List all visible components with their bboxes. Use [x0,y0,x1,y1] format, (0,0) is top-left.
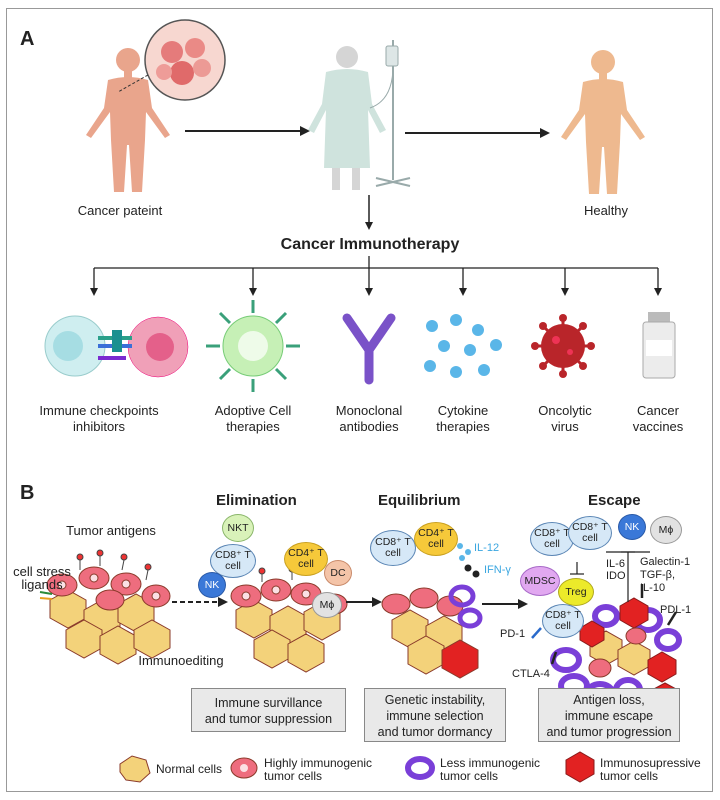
mdsc-cell: MDSC [520,566,560,596]
immunotherapy-title: Cancer Immunotherapy [280,236,460,253]
il6-label: IL-6 [606,558,625,570]
tumor-antigens-label: Tumor antigens [66,523,156,538]
ifng-label: IFN-γ [484,564,511,576]
legend-normal-label: Normal cells [156,762,223,776]
stage-escape-title: Escape [588,492,641,509]
initial-tumor-cluster [39,549,171,665]
dendritic-cell: DC [324,560,352,586]
il12-dots [457,543,471,561]
immunoediting-label: Immunoediting [138,653,224,668]
cd8-t-cell-escape-c: CD8⁺ T cell [542,604,584,638]
adoptive-cell-icon [206,300,300,392]
monoclonal-antibody-icon [342,313,396,385]
galectin-label: Galectin-1 [640,556,691,568]
cd8-t-cell-elimination: CD8⁺ T cell [210,544,256,578]
panel-b-label: B [20,482,35,504]
cancer-patient-label: Cancer pateint [77,203,163,218]
tgfb-label: TGF-β, [640,569,676,581]
nkt-cell: NKT [222,514,254,542]
iv-patient-figure [308,40,411,190]
healthy-person-figure [561,50,645,194]
oncolytic-virus-icon [531,314,595,378]
legend-icons [119,751,595,783]
checkpoint-inhibitor-icon [44,315,189,378]
cd8-t-cell-escape-b: CD8⁺ T cell [568,516,612,550]
vaccine-vial-icon [642,312,676,379]
il12-label: IL-12 [474,542,500,554]
equilibrium-tumor-cluster [381,584,483,679]
pd1-label: PD-1 [500,628,526,640]
nk-cell-elimination: NK [198,572,226,598]
nk-cell-escape: NK [618,514,646,540]
cd4-t-cell-equilibrium: CD4⁺ T cell [414,522,458,556]
cd8-t-cell-escape-a: CD8⁺ T cell [530,522,574,556]
cell-stress-label: cell stress ligands [13,564,71,592]
cytokine-icon [424,314,502,378]
pdl1-label: PDL-1 [660,604,692,616]
healthy-label: Healthy [583,203,629,218]
macrophage-escape: Mϕ [650,516,682,544]
stage-elimination-title: Elimination [216,492,297,509]
macrophage-elimination: Mϕ [312,592,342,618]
cd8-t-cell-equilibrium: CD8⁺ T cell [370,530,416,566]
figure-frame [6,8,713,792]
ido-label: IDO [606,570,626,582]
ifng-dots [464,564,480,578]
panel-a-label: A [20,28,35,50]
treg-cell: Treg [558,578,594,606]
stage-equilibrium-title: Equilibrium [378,492,461,509]
il10-label: IL-10 [640,582,666,594]
cancer-patient-figure [86,48,170,192]
tumor-magnifier [117,19,226,101]
ctla4-label: CTLA-4 [512,668,550,680]
cd4-t-cell-elimination: CD4⁺ T cell [284,542,328,576]
